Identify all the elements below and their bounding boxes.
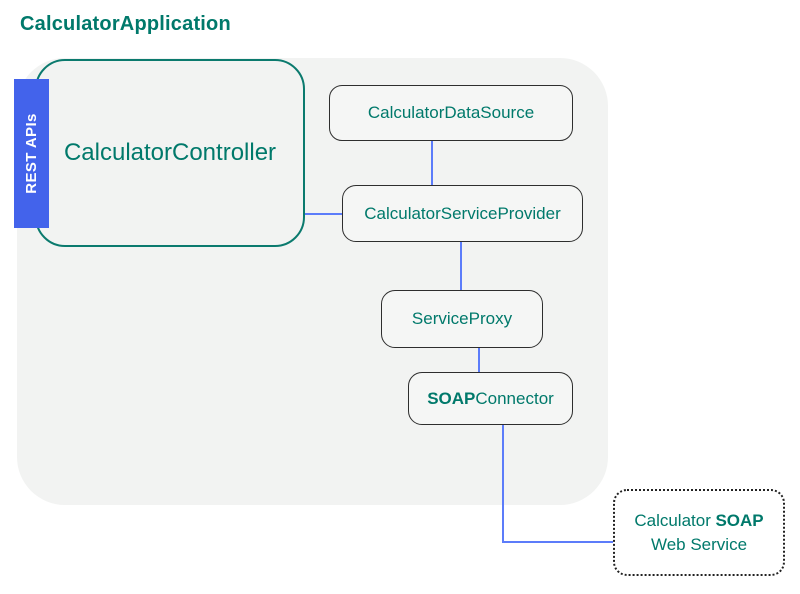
- node-calculator-controller: CalculatorController: [35, 59, 305, 247]
- node-soap-connector: SOAPConnector: [408, 372, 573, 425]
- web-service-label-line1-text: Calculator: [634, 510, 711, 530]
- node-calculator-service-provider-label: CalculatorServiceProvider: [364, 203, 561, 223]
- edge-soapconnector-to-webservice-vertical: [502, 425, 504, 543]
- rest-apis-tab-label: REST APIs: [23, 113, 41, 194]
- node-service-proxy: ServiceProxy: [381, 290, 543, 348]
- web-service-label-line1-bold: SOAP: [715, 510, 764, 530]
- node-calculator-data-source: CalculatorDataSource: [329, 85, 573, 141]
- rest-apis-tab: REST APIs: [14, 79, 49, 228]
- edge-soapconnector-to-webservice-horizontal: [502, 541, 613, 543]
- node-soap-connector-label-bold: SOAP: [427, 388, 476, 408]
- node-soap-connector-label-rest: Connector: [475, 388, 554, 408]
- node-soap-connector-label: SOAPConnector: [427, 389, 554, 409]
- diagram-title: CalculatorApplication: [20, 13, 231, 35]
- edge-controller-to-serviceprovider: [305, 213, 342, 215]
- node-calculator-controller-label: CalculatorController: [63, 139, 277, 166]
- web-service-label-line2: Web Service: [650, 534, 748, 554]
- edge-serviceprovider-to-serviceproxy: [460, 242, 462, 290]
- edge-serviceproxy-to-soapconnector: [478, 348, 480, 372]
- node-calculator-data-source-label: CalculatorDataSource: [367, 103, 535, 122]
- node-service-proxy-label: ServiceProxy: [411, 309, 513, 328]
- edge-datasource-to-serviceprovider: [431, 141, 433, 185]
- node-calculator-service-provider: CalculatorServiceProvider: [342, 185, 583, 242]
